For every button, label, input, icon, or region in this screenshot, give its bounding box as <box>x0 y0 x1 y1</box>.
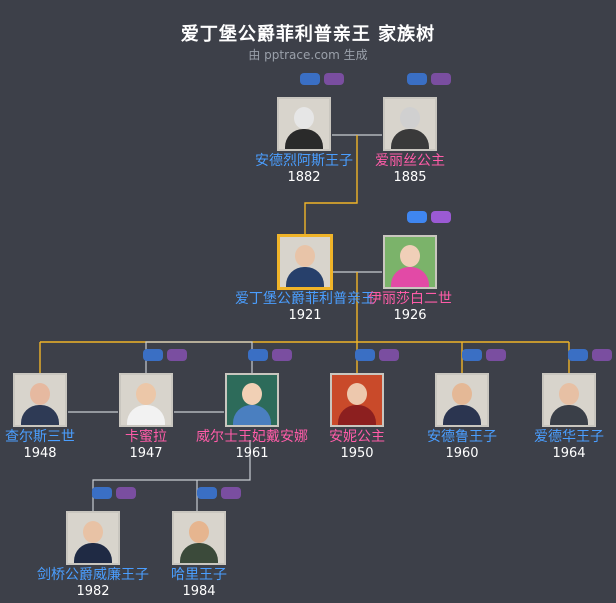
person-birth-year: 1982 <box>76 584 110 599</box>
person-harry[interactable]: 哈里王子 1984 <box>129 511 269 600</box>
person-birth-year: 1947 <box>129 446 163 461</box>
person-birth-year: 1960 <box>445 446 479 461</box>
person-birth-year: 1921 <box>288 308 322 323</box>
expand-ancestors-button[interactable] <box>407 73 427 85</box>
person-photo-icon[interactable] <box>119 373 173 427</box>
expand-spouse-button[interactable] <box>116 487 136 499</box>
person-photo-icon[interactable] <box>435 373 489 427</box>
descent-lines <box>39 135 570 373</box>
page-title: 爱丁堡公爵菲利普亲王 家族树 <box>180 24 436 45</box>
person-photo-icon[interactable] <box>330 373 384 427</box>
person-name: 哈里王子 <box>171 567 227 583</box>
person-birth-year: 1926 <box>393 308 427 323</box>
expand-spouse-button[interactable] <box>486 349 506 361</box>
expand-spouse-button[interactable] <box>592 349 612 361</box>
person-name: 剑桥公爵威廉王子 <box>37 567 149 583</box>
descent-line <box>304 135 358 235</box>
person-charles[interactable]: 查尔斯三世 1948 <box>0 373 110 462</box>
person-philip[interactable]: 爱丁堡公爵菲利普亲王 1921 <box>235 235 375 324</box>
person-birth-year: 1964 <box>552 446 586 461</box>
person-photo-icon[interactable] <box>172 511 226 565</box>
expand-spouse-button[interactable] <box>431 73 451 85</box>
expand-spouse-button[interactable] <box>221 487 241 499</box>
expand-spouse-button[interactable] <box>272 349 292 361</box>
expand-spouse-button[interactable] <box>324 73 344 85</box>
person-name: 伊丽莎白二世 <box>368 291 452 307</box>
person-name: 爱德华王子 <box>534 429 604 445</box>
person-andrew[interactable]: 安德鲁王子 1960 <box>392 373 532 462</box>
person-name: 安德烈阿斯王子 <box>255 153 353 169</box>
person-name: 爱丽丝公主 <box>375 153 445 169</box>
expand-ancestors-button[interactable] <box>143 349 163 361</box>
person-birth-year: 1948 <box>23 446 57 461</box>
person-photo-icon[interactable] <box>225 373 279 427</box>
person-camilla[interactable]: 卡蜜拉 1947 <box>76 373 216 462</box>
expand-ancestors-button[interactable] <box>462 349 482 361</box>
expand-ancestors-button[interactable] <box>355 349 375 361</box>
person-photo-icon[interactable] <box>13 373 67 427</box>
expand-spouse-button[interactable] <box>379 349 399 361</box>
person-name: 安德鲁王子 <box>427 429 497 445</box>
person-diana[interactable]: 威尔士王妃戴安娜 1961 <box>182 373 322 462</box>
person-name: 卡蜜拉 <box>125 429 167 445</box>
person-name: 爱丁堡公爵菲利普亲王 <box>235 291 375 307</box>
expand-ancestors-button[interactable] <box>92 487 112 499</box>
person-edward[interactable]: 爱德华王子 1964 <box>499 373 616 462</box>
person-photo-icon[interactable] <box>383 97 437 151</box>
expand-spouse-button[interactable] <box>431 211 451 223</box>
person-photo-icon[interactable] <box>383 235 437 289</box>
expand-ancestors-button[interactable] <box>197 487 217 499</box>
person-birth-year: 1961 <box>235 446 269 461</box>
page-subtitle: 由 pptrace.com 生成 <box>248 48 368 62</box>
person-photo-icon[interactable] <box>277 97 331 151</box>
expand-spouse-button[interactable] <box>167 349 187 361</box>
person-william[interactable]: 剑桥公爵威廉王子 1982 <box>23 511 163 600</box>
person-birth-year: 1984 <box>182 584 216 599</box>
person-name: 威尔士王妃戴安娜 <box>196 429 308 445</box>
person-birth-year: 1950 <box>340 446 374 461</box>
person-alice[interactable]: 爱丽丝公主 1885 <box>340 97 480 186</box>
person-photo-icon[interactable] <box>542 373 596 427</box>
expand-ancestors-button[interactable] <box>300 73 320 85</box>
person-photo-icon[interactable] <box>66 511 120 565</box>
person-elizabeth[interactable]: 伊丽莎白二世 1926 <box>340 235 480 324</box>
person-andrew-of-greece[interactable]: 安德烈阿斯王子 1882 <box>234 97 374 186</box>
person-name: 查尔斯三世 <box>5 429 75 445</box>
person-photo-icon[interactable] <box>278 235 332 289</box>
expand-ancestors-button[interactable] <box>568 349 588 361</box>
expand-ancestors-button[interactable] <box>248 349 268 361</box>
expand-ancestors-button[interactable] <box>407 211 427 223</box>
person-anne[interactable]: 安妮公主 1950 <box>287 373 427 462</box>
person-birth-year: 1882 <box>287 170 321 185</box>
person-name: 安妮公主 <box>329 429 385 445</box>
person-birth-year: 1885 <box>393 170 427 185</box>
